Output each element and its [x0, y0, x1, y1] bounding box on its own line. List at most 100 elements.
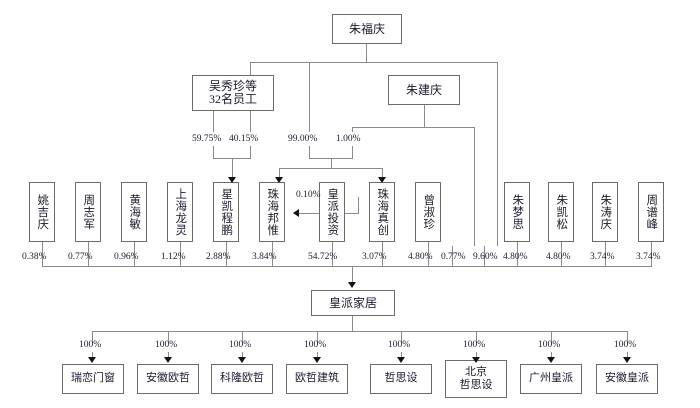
line-bus-to-company: [352, 266, 353, 284]
pct-sub-anhuiouzhe: 100%: [155, 340, 178, 350]
drop-sub-ruilianmenchuang-2: [92, 352, 93, 360]
line-subsidiary-bus: [92, 331, 627, 332]
node-shareholder-zhoupufeng: 周谱峰: [638, 182, 664, 242]
node-shareholder-yaojiqing: 姚吉庆: [29, 182, 55, 242]
drop-sub-guangzhouhuangpai: [551, 331, 552, 343]
node-subsidiary-beijingzhesishe-line2: 哲思设: [459, 379, 493, 391]
line-zhufuqing-to-99: [309, 62, 310, 132]
arrow-sub-kelongouzhe: [238, 357, 246, 363]
line-zhufuqing-bus: [250, 62, 498, 63]
pct-direct-077: 0.77%: [441, 252, 466, 262]
drop-sub-beijingzhesishe: [476, 331, 477, 343]
node-shareholder-zhumengsi-label: 朱梦思: [511, 194, 524, 230]
node-subsidiary-beijingzhesishe: 北京 哲思设: [445, 360, 507, 398]
drop-sub-ruilianmenchuang: [92, 331, 93, 343]
node-subsidiary-beijingzhesishe-line1: 北京: [465, 366, 487, 379]
node-employees: 吴秀珍等 32名员工: [192, 75, 274, 111]
pct-shareholder-huangpaitouzi: 54.72%: [308, 252, 338, 262]
arrow-to-company: [348, 282, 356, 288]
node-zhufuqing-label: 朱福庆: [348, 21, 385, 36]
drop-zhuhaibangwei: [272, 242, 273, 266]
line-merge-employees-stem: [232, 158, 233, 179]
arrow-sub-zhesishe: [397, 357, 405, 363]
node-shareholder-huanghaimin-label: 黄海敏: [128, 194, 141, 230]
pct-sub-zhesishe: 100%: [388, 340, 411, 350]
pct-shareholder-zhuhaizhenchuang: 3.07%: [362, 252, 387, 262]
drop-direct-077: [452, 246, 453, 266]
drop-huanghaimin: [134, 242, 135, 266]
node-shareholder-zhuhaibangwei: 珠海邦惟: [259, 182, 285, 242]
node-shareholder-zengshuzhen-label: 曾淑珍: [422, 194, 435, 230]
node-subsidiary-anhuihuangpai: 安徽皇派: [596, 364, 658, 394]
pct-shareholder-yaojiqing: 0.38%: [22, 252, 47, 262]
pct-99-00: 99.00%: [288, 134, 318, 144]
node-shareholder-zhutaoqing: 朱涛庆: [592, 182, 618, 242]
node-company-huangpaijiaju: 皇派家居: [311, 290, 395, 316]
pct-sub-guangzhouhuangpai: 100%: [538, 340, 561, 350]
line-split-to-touzi: [382, 168, 383, 179]
node-subsidiary-zhesishe-line1: 哲思设: [384, 372, 418, 385]
drop-sub-zhesishe: [401, 331, 402, 343]
node-shareholder-xingkaichengpeng: 星凯程鹏: [213, 182, 239, 242]
pct-cross-holding: 0.10%: [296, 190, 321, 200]
node-shareholder-huangpaitouzi-label: 皇派投资: [326, 188, 339, 236]
node-shareholder-huangpaitouzi: 皇派投资: [319, 182, 345, 242]
node-shareholder-zhumengsi: 朱梦思: [504, 182, 530, 242]
node-zhufuqing: 朱福庆: [332, 14, 402, 44]
drop-sub-anhuiouzhe: [168, 331, 169, 343]
arrow-sub-anhuiouzhe: [164, 357, 172, 363]
arrow-sub-beijingzhesishe: [472, 357, 480, 363]
node-shareholder-zhutaoqing-label: 朱涛庆: [599, 194, 612, 230]
node-subsidiary-ouzhejianzhu: 欧哲建筑: [286, 364, 348, 394]
drop-sub-beijingzhesishe-2: [476, 352, 477, 360]
line-split-to-bangwei: [279, 168, 280, 179]
drop-sub-kelongouzhe: [242, 331, 243, 343]
node-subsidiary-anhuiouzhe: 安徽欧哲: [137, 364, 199, 394]
line-cross-vert: [358, 197, 359, 213]
node-shareholder-zhukaisong: 朱凯松: [548, 182, 574, 242]
line-company-stem: [352, 316, 353, 331]
node-shareholder-shanghailongling-label: 上海龙灵: [174, 188, 187, 236]
drop-shanghailongling: [180, 242, 181, 266]
line-zhujianqing-bus: [352, 127, 474, 128]
line-5975-down: [213, 146, 214, 158]
pct-shareholder-huanghaimin: 0.96%: [114, 252, 139, 262]
drop-sub-ouzhejianzhu: [317, 331, 318, 343]
node-shareholder-zhuhaizhenchuang: 珠海真创: [369, 182, 395, 242]
pct-40-15: 40.15%: [229, 134, 259, 144]
node-employees-line1: 吴秀珍等: [208, 79, 257, 94]
pct-1-00: 1.00%: [336, 134, 361, 144]
drop-sub-anhuihuangpai: [627, 331, 628, 343]
pct-shareholder-xingkaichengpeng: 2.88%: [206, 252, 231, 262]
arrow-to-xingkaichengpeng: [228, 177, 236, 183]
drop-yaojiqing: [42, 242, 43, 266]
node-shareholder-zhoupufeng-label: 周谱峰: [645, 194, 658, 230]
node-shareholder-huanghaimin: 黄海敏: [121, 182, 147, 242]
line-split-bus: [279, 168, 383, 169]
line-zhufuqing-to-960: [497, 62, 498, 246]
arrow-sub-ruilianmenchuang: [88, 357, 96, 363]
node-subsidiary-anhuihuangpai-line1: 安徽皇派: [605, 372, 649, 385]
node-shareholder-shanghailongling: 上海龙灵: [167, 182, 193, 242]
arrow-sub-anhuihuangpai: [623, 357, 631, 363]
drop-sub-anhuiouzhe-2: [168, 352, 169, 360]
line-shareholder-bus: [42, 266, 652, 267]
line-100-down: [352, 146, 353, 158]
line-zhujianqing-to-077: [474, 127, 475, 246]
node-subsidiary-guangzhouhuangpai-line1: 广州皇派: [529, 372, 573, 385]
pct-shareholder-zengshuzhen: 4.80%: [408, 252, 433, 262]
node-shareholder-yaojiqing-label: 姚吉庆: [36, 194, 49, 230]
pct-sub-anhuihuangpai: 100%: [614, 340, 637, 350]
drop-sub-anhuihuangpai-2: [627, 352, 628, 360]
line-employees-to-5975: [213, 111, 214, 132]
node-subsidiary-ruilianmenchuang: 瑞恋门窗: [62, 364, 124, 394]
pct-sub-beijingzhesishe: 100%: [463, 340, 486, 350]
node-shareholder-zhukaisong-label: 朱凯松: [555, 194, 568, 230]
drop-zhouzhijun: [88, 242, 89, 266]
pct-shareholder-shanghailongling: 1.12%: [161, 252, 186, 262]
node-shareholder-xingkaichengpeng-label: 星凯程鹏: [220, 188, 233, 236]
drop-sub-ouzhejianzhu-2: [317, 352, 318, 360]
pct-sub-kelongouzhe: 100%: [229, 340, 252, 350]
line-9900-down: [309, 146, 310, 158]
